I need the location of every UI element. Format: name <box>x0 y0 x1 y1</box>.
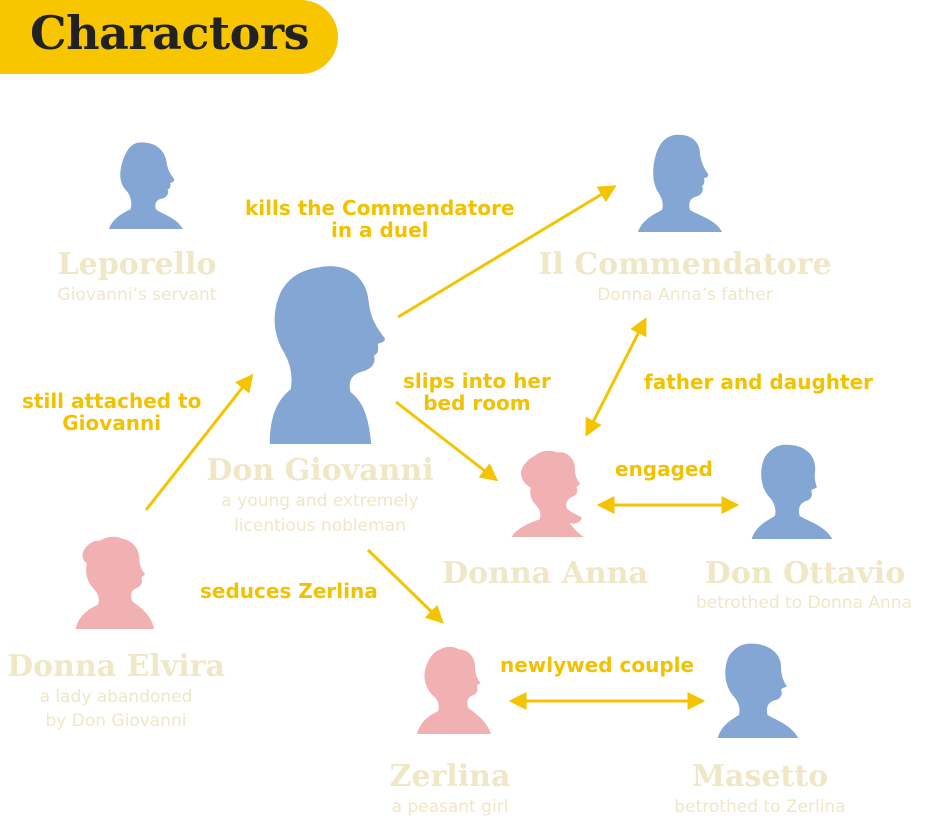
elvira-desc-line1: a lady abandoned <box>39 687 193 707</box>
label-seduces: seduces Zerlina <box>200 580 378 602</box>
elvira-name: Donna Elvira <box>7 649 225 684</box>
giovanni-silhouette-icon <box>269 266 385 444</box>
commendatore-desc: Donna Anna’s father <box>597 285 773 305</box>
zerlina-silhouette-icon <box>417 646 491 734</box>
label-slips-line1: slips into her <box>403 369 551 393</box>
leporello-name: Leporello <box>57 247 217 282</box>
giovanni-name: Don Giovanni <box>206 453 434 488</box>
arrow-kills <box>397 185 617 319</box>
label-seduces-line1: seduces Zerlina <box>200 579 378 603</box>
ottavio-name: Don Ottavio <box>704 556 906 591</box>
ottavio-desc: betrothed to Donna Anna <box>696 593 912 613</box>
title-banner: Charactors <box>0 0 338 74</box>
elvira-desc-line2: by Don Giovanni <box>45 711 187 731</box>
leporello-desc: Giovanni’s servant <box>57 285 217 305</box>
label-kills-line2: in a duel <box>331 218 429 242</box>
label-engaged-line1: engaged <box>615 457 713 481</box>
commendatore-silhouette-icon <box>638 134 722 232</box>
masetto-silhouette-icon <box>717 643 799 738</box>
arrow-attached <box>144 373 254 511</box>
label-attached-line1: still attached to <box>22 389 202 413</box>
giovanni-desc-line2: licentious nobleman <box>234 516 406 536</box>
arrow-slips <box>395 400 499 482</box>
label-father-line1: father and daughter <box>644 370 873 394</box>
label-engaged: engaged <box>615 458 713 480</box>
anna-silhouette-icon <box>511 450 584 537</box>
label-slips: slips into her bed room <box>403 370 551 414</box>
arrow-seduces <box>366 548 444 624</box>
arrow-father <box>585 317 647 437</box>
label-kills: kills the Commendatore in a duel <box>245 197 515 241</box>
zerlina-name: Zerlina <box>389 759 511 794</box>
ottavio-silhouette-icon <box>751 444 833 539</box>
label-newlywed-line1: newlywed couple <box>500 653 695 677</box>
label-slips-line2: bed room <box>423 391 531 415</box>
zerlina-desc: a peasant girl <box>391 797 509 817</box>
masetto-desc: betrothed to Zerlina <box>674 797 846 817</box>
giovanni-desc-line1: a young and extremely <box>221 491 419 511</box>
masetto-name: Masetto <box>691 759 829 794</box>
commendatore-name: Il Commendatore <box>538 247 832 282</box>
leporello-silhouette-icon <box>109 142 183 229</box>
label-father: father and daughter <box>644 371 873 393</box>
elvira-silhouette-icon <box>75 536 155 629</box>
label-newlywed: newlywed couple <box>500 654 694 676</box>
label-attached-line2: Giovanni <box>62 411 162 435</box>
label-attached: still attached to Giovanni <box>22 390 201 434</box>
anna-name: Donna Anna <box>442 556 648 591</box>
label-kills-line1: kills the Commendatore <box>245 196 515 220</box>
page-title: Charactors <box>30 6 309 60</box>
